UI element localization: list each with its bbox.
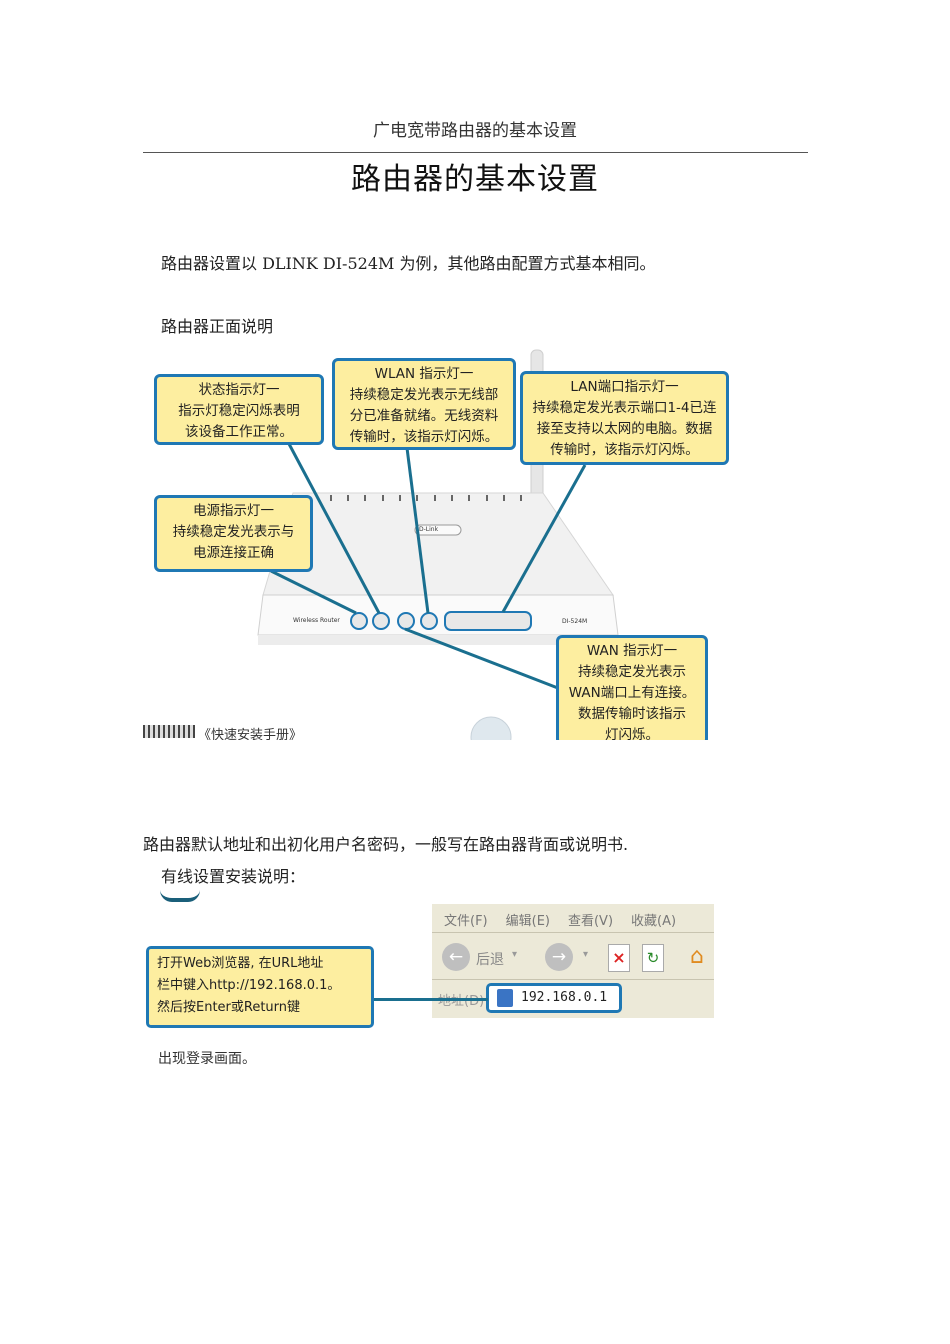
back-dropdown-icon[interactable]: ▾ [512,949,518,960]
browser-toolbar-crop: 文件(F) 编辑(E) 查看(V) 收藏(A) ← 后退 ▾ → ▾ × ↻ ⌂ 地址… [432,904,714,1018]
connector-line [371,998,488,1001]
back-label[interactable]: 后退 [476,952,504,968]
page-title: 路由器的基本设置 [351,162,599,197]
power-led-callout: 电源指示灯一 持续稳定发光表示与 电源连接正确 [154,495,313,572]
front-panel-heading: 路由器正面说明 [161,317,274,336]
forward-dropdown-icon[interactable]: ▾ [583,949,589,960]
wired-setup-heading: 有线设置安装说明： [161,867,306,886]
address-label: 地址(D) [438,994,485,1009]
figure-caption: 《快速安装手册》 [198,728,303,740]
address-value[interactable]: 192.168.0.1 [521,990,608,1005]
default-address-paragraph: 路由器默认地址和出初化用户名密码，一般写在路由器背面或说明书. [143,835,629,854]
browser-figure: 文件(F) 编辑(E) 查看(V) 收藏(A) ← 后退 ▾ → ▾ × ↻ ⌂ 地址… [143,890,718,1030]
wlan-led-callout: WLAN 指示灯一 持续稳定发光表示无线部 分已准备就绪。无线资料 传输时，该指… [332,358,516,450]
arc-decoration [160,890,200,902]
browser-instruction-callout: 打开Web浏览器, 在URL地址 栏中键入http://192.168.0.1。… [146,946,374,1028]
forward-arrow-icon[interactable]: → [545,943,573,971]
model-label: DI-524M [562,618,588,625]
intro-paragraph: 路由器设置以 DLINK DI-524M 为例，其他路由配置方式基本相同。 [161,254,656,273]
menu-file[interactable]: 文件(F) [444,914,488,929]
refresh-icon[interactable]: ↻ [642,944,664,972]
menu-favorites[interactable]: 收藏(A) [631,914,677,929]
home-icon[interactable]: ⌂ [690,944,704,969]
manual-icon [143,725,195,738]
router-figure: Wireless Router DI-524M D-Link 状态指示灯一 指示… [143,345,743,740]
back-arrow-icon[interactable]: ← [442,943,470,971]
lan-led-callout: LAN端口指示灯一 持续稳定发光表示端口1-4已连 接至支持以太网的电脑。数据 … [520,371,729,465]
browser-menu-bar: 文件(F) 编辑(E) 查看(V) 收藏(A) [444,910,694,929]
running-header: 广电宽带路由器的基本设置 [373,121,577,141]
menu-view[interactable]: 查看(V) [567,914,614,929]
page-icon [497,989,513,1007]
login-screen-note: 出现登录画面。 [158,1051,256,1067]
status-led-callout: 状态指示灯一 指示灯稳定闪烁表明 该设备工作正常。 [154,374,324,445]
wan-led-callout: WAN 指示灯一 持续稳定发光表示 WAN端口上有连接。 数据传输时该指示 灯闪… [556,635,708,740]
stop-icon[interactable]: × [608,944,630,972]
router-label: Wireless Router [293,617,340,624]
brand-logo: D-Link [419,526,439,533]
menu-edit[interactable]: 编辑(E) [505,914,550,929]
address-bar[interactable]: 192.168.0.1 [486,983,622,1013]
header-rule [143,152,808,153]
